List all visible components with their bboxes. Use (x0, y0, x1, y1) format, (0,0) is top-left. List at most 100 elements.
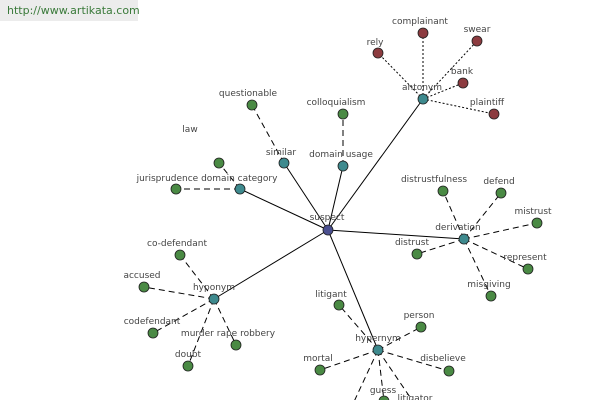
node-guess[interactable]: guess (370, 386, 397, 400)
node-dot-codefendant[interactable] (147, 327, 159, 339)
node-complainant[interactable]: complainant (392, 17, 448, 39)
node-hypernym[interactable]: hypernym (355, 334, 401, 356)
node-derivation[interactable]: derivation (435, 223, 481, 245)
edge-jurisprudence-law (218, 162, 241, 190)
node-label-hypernym: hypernym (355, 334, 401, 344)
node-dot-murder[interactable] (230, 339, 242, 351)
site-watermark[interactable]: http://www.artikata.com (0, 0, 140, 21)
node-rely[interactable]: rely (367, 38, 385, 59)
node-dot-disbelieve[interactable] (443, 365, 455, 377)
node-dot-doubt[interactable] (182, 360, 194, 372)
node-dot-antonym[interactable] (417, 93, 429, 105)
node-dot-domain-usage[interactable] (337, 160, 349, 172)
node-defend[interactable]: defend (483, 177, 515, 199)
node-co-defendant[interactable]: co-defendant (147, 239, 207, 261)
node-dot-plaintiff[interactable] (488, 108, 500, 120)
node-label-bank: bank (451, 67, 474, 77)
node-label-doubt: doubt (175, 350, 202, 360)
node-label-represent: represent (503, 253, 547, 263)
edge-hyponym-doubt (187, 298, 215, 367)
node-dot-distrustfulness[interactable] (437, 185, 449, 197)
node-label-defend: defend (483, 177, 514, 187)
edge-suspect-derivation (327, 229, 465, 240)
node-dot-jleaf[interactable] (170, 183, 182, 195)
edge-suspect-jurisprudence (239, 188, 329, 231)
node-dot-co-defendant[interactable] (174, 249, 186, 261)
node-dot-suspect[interactable] (322, 224, 334, 236)
node-dot-defend[interactable] (495, 187, 507, 199)
edge-antonym-plaintiff (422, 98, 495, 115)
edge-derivation-distrustfulness (442, 190, 465, 240)
edge-suspect-similar (283, 162, 329, 231)
node-accused[interactable]: accused (123, 271, 161, 293)
node-swear[interactable]: swear (464, 25, 491, 47)
node-litigant[interactable]: litigant (315, 290, 347, 311)
node-dot-mistrust[interactable] (531, 217, 543, 229)
node-label-derivation: derivation (435, 223, 481, 233)
node-domain-usage[interactable]: domain usage (309, 150, 373, 172)
graph-edges (143, 33, 538, 400)
node-dot-colloquialism[interactable] (337, 108, 349, 120)
node-dot-mortal[interactable] (314, 364, 326, 376)
node-dot-distrust[interactable] (411, 248, 423, 260)
edge-antonym-rely (377, 52, 424, 100)
node-label-mistrust: mistrust (514, 207, 552, 217)
node-dot-accused[interactable] (138, 281, 150, 293)
node-dot-hyponym[interactable] (208, 293, 220, 305)
node-litigator[interactable]: litigator (398, 394, 433, 400)
node-distrustfulness[interactable]: distrustfulness (401, 175, 467, 197)
node-antonym[interactable]: antonym (402, 83, 442, 105)
node-disbelieve[interactable]: disbelieve (420, 354, 466, 377)
edge-antonym-swear (422, 40, 478, 100)
edge-hypernym-person (377, 326, 422, 351)
node-dot-guess[interactable] (378, 395, 390, 400)
node-dot-swear[interactable] (471, 35, 483, 47)
node-plaintiff[interactable]: plaintiff (470, 98, 505, 120)
node-label-litigant: litigant (315, 290, 347, 300)
node-label-distrustfulness: distrustfulness (401, 175, 467, 185)
node-dot-bank[interactable] (457, 77, 469, 89)
node-label-codefendant: codefendant (124, 317, 181, 327)
node-mortal[interactable]: mortal (303, 354, 333, 376)
node-law[interactable]: law (182, 125, 225, 169)
node-label-suspect: suspect (310, 213, 345, 223)
node-dot-questionable[interactable] (246, 99, 258, 111)
node-dot-litigant[interactable] (333, 299, 345, 311)
node-dot-derivation[interactable] (458, 233, 470, 245)
node-dot-hypernym[interactable] (372, 344, 384, 356)
node-dot-represent[interactable] (522, 263, 534, 275)
node-questionable[interactable]: questionable (219, 89, 278, 111)
node-similar[interactable]: similar (266, 148, 296, 169)
node-label-questionable: questionable (219, 89, 278, 99)
node-label-jurisprudence: jurisprudence domain category (136, 174, 279, 184)
node-colloquialism[interactable]: colloquialism (307, 98, 366, 120)
node-hyponym[interactable]: hyponym (193, 283, 235, 305)
node-distrust[interactable]: distrust (395, 238, 430, 260)
node-person[interactable]: person (404, 311, 435, 333)
node-dot-misgiving[interactable] (485, 290, 497, 302)
node-dot-complainant[interactable] (417, 27, 429, 39)
node-murder[interactable]: murder rape robbery (181, 329, 276, 351)
node-suspect[interactable]: suspect (310, 213, 345, 236)
node-jurisprudence[interactable]: jurisprudence domain category (136, 174, 279, 195)
node-doubt[interactable]: doubt (175, 350, 202, 372)
node-dot-rely[interactable] (372, 47, 384, 59)
node-dot-law[interactable] (213, 157, 225, 169)
node-misgiving[interactable]: misgiving (467, 280, 511, 302)
node-codefendant[interactable]: codefendant (124, 317, 181, 339)
node-label-guess: guess (370, 386, 397, 396)
node-mistrust[interactable]: mistrust (514, 207, 552, 229)
edge-suspect-domain-usage (327, 165, 344, 231)
node-represent[interactable]: represent (503, 253, 547, 275)
node-dot-jurisprudence[interactable] (234, 183, 246, 195)
node-jleaf[interactable] (170, 183, 182, 195)
node-label-murder: murder rape robbery (181, 329, 276, 339)
node-bank[interactable]: bank (451, 67, 474, 89)
node-label-antonym: antonym (402, 83, 442, 93)
node-label-rely: rely (367, 38, 385, 48)
edge-derivation-distrust (416, 238, 465, 255)
node-dot-similar[interactable] (278, 157, 290, 169)
node-dot-person[interactable] (415, 321, 427, 333)
